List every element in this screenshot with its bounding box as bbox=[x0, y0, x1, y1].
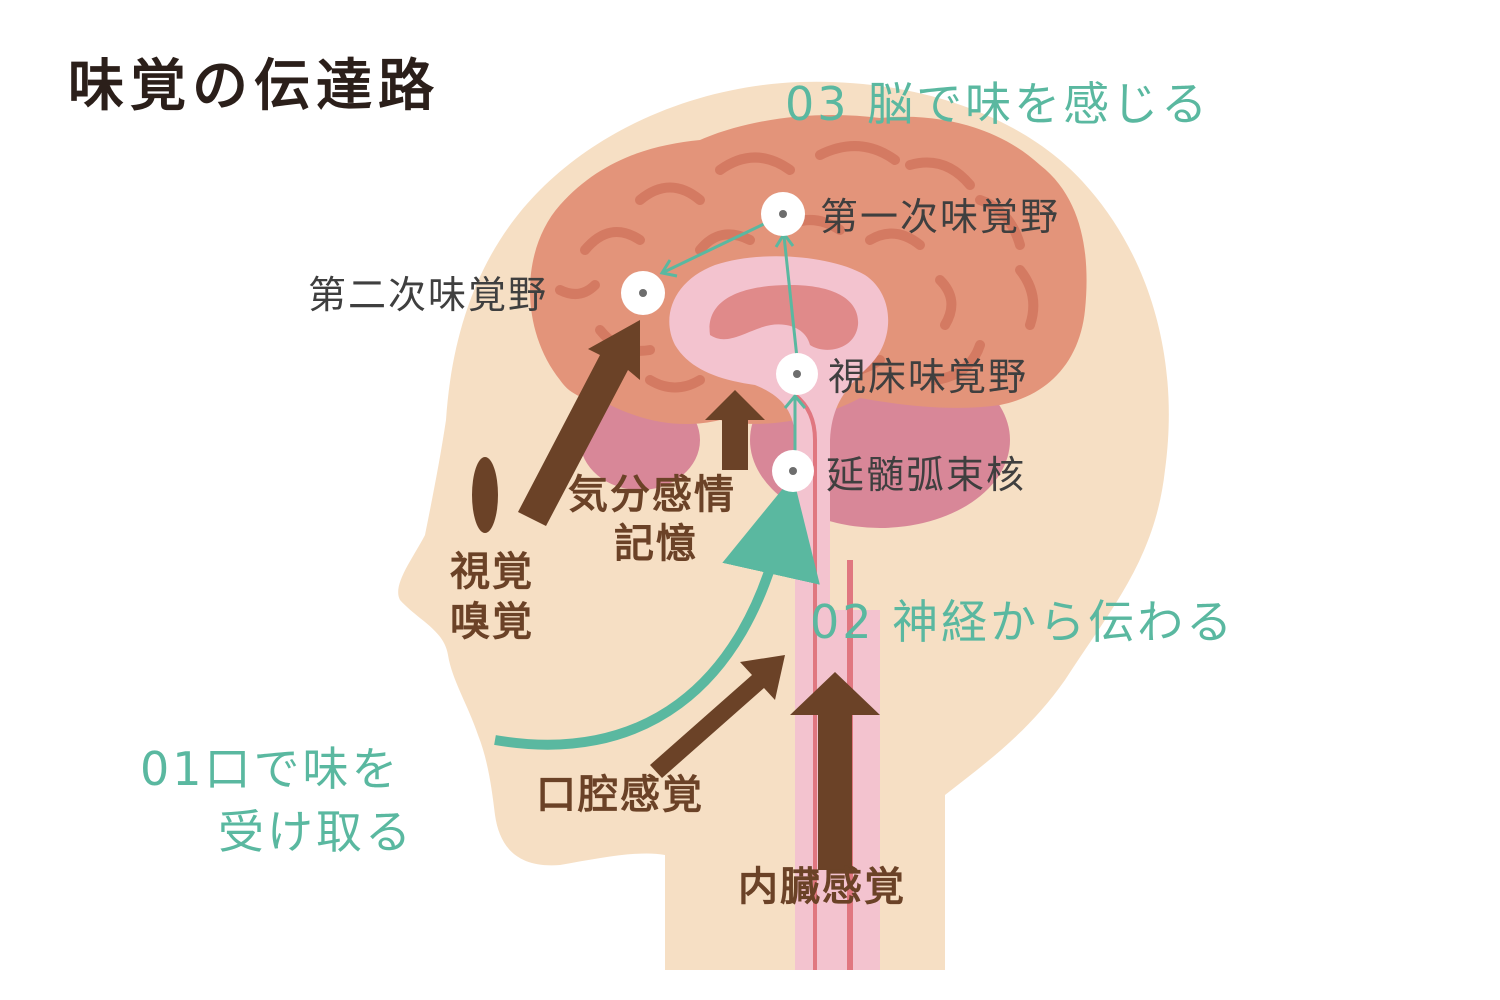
taste-pathway-curve bbox=[494, 476, 820, 750]
node-thalamus bbox=[776, 353, 818, 395]
label-primary-taste-cortex: 第一次味覚野 bbox=[820, 195, 1060, 239]
label-smell: 嗅覚 bbox=[450, 599, 534, 645]
pathway-nodes bbox=[621, 192, 818, 492]
sensory-input-arrows bbox=[518, 320, 880, 870]
step-1-label-line2: 受け取る bbox=[218, 805, 414, 859]
label-solitary-nucleus: 延髄弧束核 bbox=[826, 453, 1026, 497]
label-visceral-sensation: 内臓感覚 bbox=[738, 864, 906, 910]
arrow-oral bbox=[650, 655, 785, 778]
arrow-mood-memory bbox=[705, 390, 765, 470]
node-secondary-taste-cortex bbox=[621, 271, 665, 315]
arrow-vision-smell bbox=[518, 320, 640, 526]
step-3-label: 03 脳で味を感じる bbox=[785, 77, 1210, 131]
arrow-visceral bbox=[790, 672, 880, 870]
label-memory: 記憶 bbox=[614, 521, 698, 567]
node-solitary-nucleus bbox=[772, 450, 814, 492]
label-thalamus: 視床味覚野 bbox=[828, 355, 1028, 399]
step-1-label-line1: 01口で味を bbox=[140, 742, 401, 796]
step-2-label: 02 神経から伝わる bbox=[810, 595, 1235, 649]
label-oral-sensation: 口腔感覚 bbox=[536, 772, 704, 818]
label-secondary-taste-cortex: 第二次味覚野 bbox=[308, 273, 548, 317]
corpus-callosum bbox=[709, 285, 859, 350]
page-title: 味覚の伝達路 bbox=[68, 54, 440, 119]
eye bbox=[472, 457, 498, 533]
node-primary-taste-cortex bbox=[761, 192, 805, 236]
label-mood-emotion: 気分感情 bbox=[568, 472, 736, 518]
label-vision: 視覚 bbox=[450, 549, 534, 595]
